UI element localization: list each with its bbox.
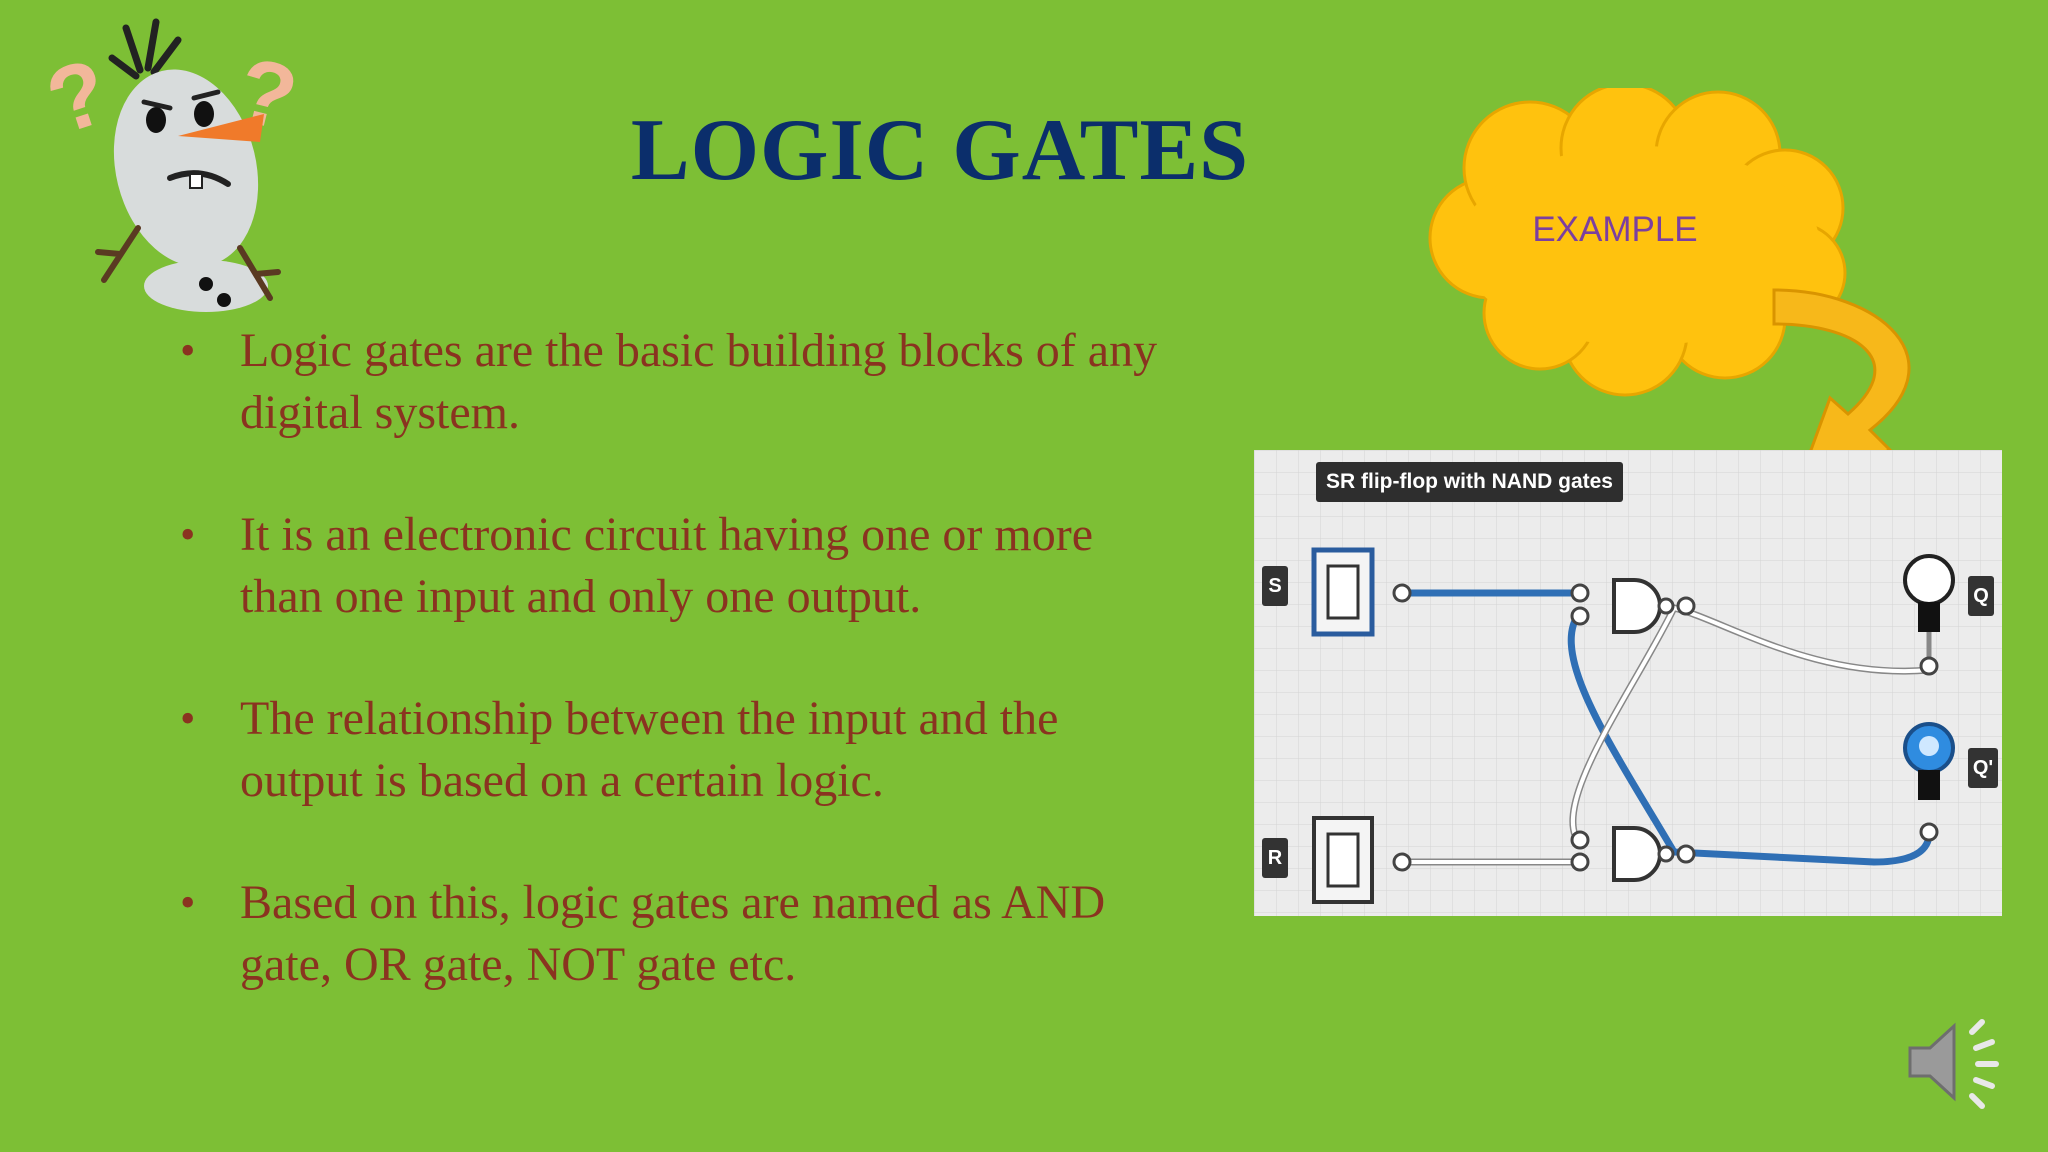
sr-flip-flop-diagram bbox=[1254, 450, 2002, 916]
speaker-icon[interactable] bbox=[1902, 1012, 2012, 1112]
bullet-item: • The relationship between the input and… bbox=[180, 688, 1180, 812]
bullet-text: Based on this, logic gates are named as … bbox=[240, 876, 1106, 991]
bulb-q-icon bbox=[1903, 554, 1955, 632]
output-q-bar-label: Q' bbox=[1968, 748, 1998, 788]
bullet-list: • Logic gates are the basic building blo… bbox=[180, 320, 1180, 1056]
input-s-label: S bbox=[1262, 566, 1288, 606]
input-r-label: R bbox=[1262, 838, 1288, 878]
bullet-marker: • bbox=[180, 694, 196, 743]
bullet-item: • Based on this, logic gates are named a… bbox=[180, 872, 1180, 996]
example-cloud-shape bbox=[1428, 88, 1847, 397]
circuit-caption: SR flip-flop with NAND gates bbox=[1316, 462, 1623, 502]
slide-title: LOGIC GATES bbox=[630, 102, 1250, 199]
bullet-text: It is an electronic circuit having one o… bbox=[240, 508, 1094, 623]
bullet-item: • Logic gates are the basic building blo… bbox=[180, 320, 1180, 444]
bulb-q-bar-icon bbox=[1903, 722, 1955, 800]
bullet-marker: • bbox=[180, 510, 196, 559]
confused-snowman-illustration: ? ? bbox=[35, 18, 306, 312]
bullet-marker: • bbox=[180, 326, 196, 375]
bullet-marker: • bbox=[180, 878, 196, 927]
bullet-item: • It is an electronic circuit having one… bbox=[180, 504, 1180, 628]
bullet-text: Logic gates are the basic building block… bbox=[240, 324, 1158, 439]
bullet-text: The relationship between the input and t… bbox=[240, 692, 1059, 807]
svg-text:?: ? bbox=[35, 40, 120, 154]
output-q-label: Q bbox=[1968, 576, 1994, 616]
example-callout-label: EXAMPLE bbox=[1532, 210, 1698, 249]
